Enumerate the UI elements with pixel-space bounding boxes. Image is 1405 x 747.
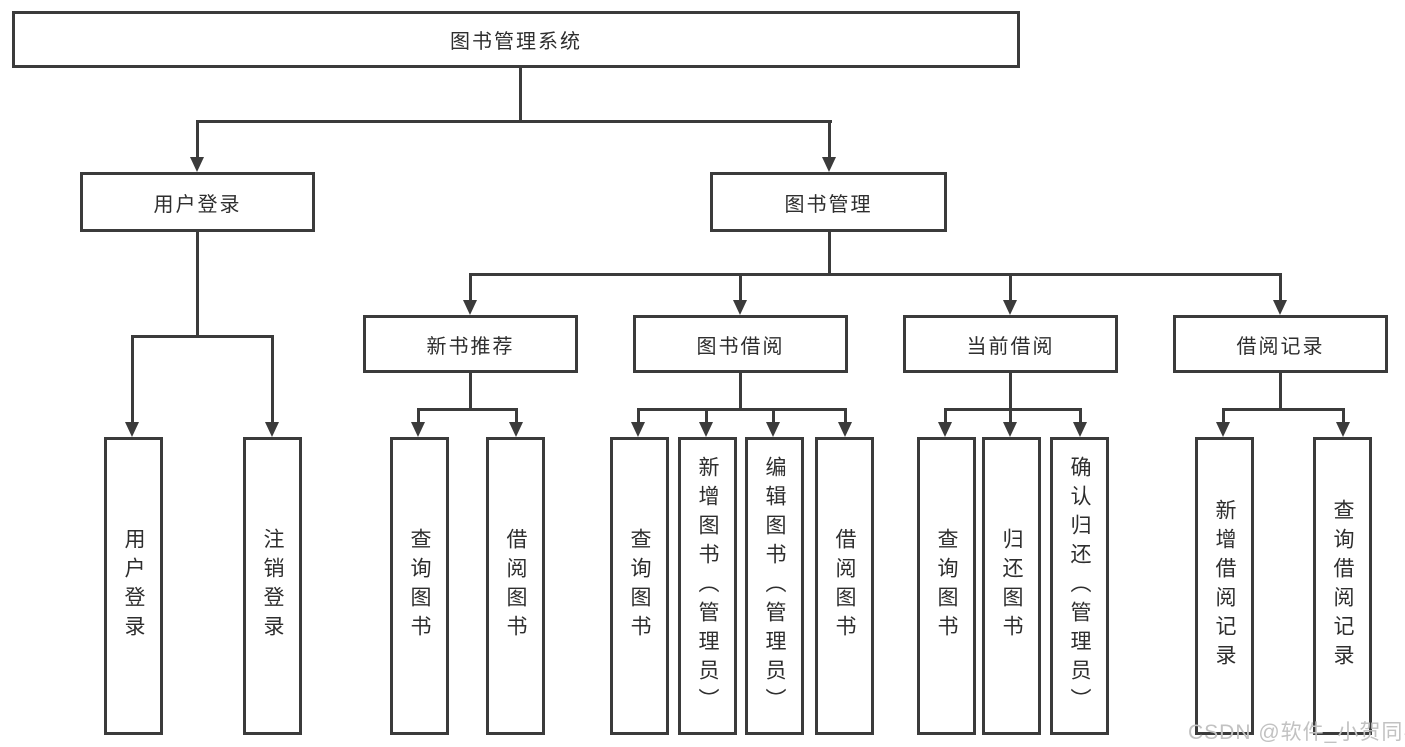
arrowhead — [699, 422, 713, 437]
node-new-book-recommendation: 新书推荐 — [363, 315, 578, 373]
leaf-label: 查询图书 — [628, 528, 651, 644]
node-leaf-confirm-return-admin: 确认归还（管理员） — [1050, 437, 1109, 735]
connector — [1342, 408, 1345, 425]
arrowhead — [1216, 422, 1230, 437]
connector — [739, 373, 742, 411]
connector — [828, 120, 831, 160]
node-book-borrowing: 图书借阅 — [633, 315, 848, 373]
connector — [417, 408, 420, 425]
leaf-label: 查询图书 — [408, 528, 431, 644]
connector — [1009, 273, 1012, 303]
connector — [944, 408, 1082, 411]
node-root: 图书管理系统 — [12, 11, 1020, 68]
leaf-label: 查询借阅记录 — [1331, 499, 1354, 673]
arrowhead — [190, 157, 204, 172]
connector — [131, 335, 134, 425]
node-book-management: 图书管理 — [710, 172, 947, 232]
connector — [772, 408, 775, 425]
node-leaf-return-books: 归还图书 — [982, 437, 1041, 735]
node-current-borrowing: 当前借阅 — [903, 315, 1118, 373]
leaf-label: 确认归还（管理员） — [1068, 455, 1091, 717]
leaf-label: 查询图书 — [935, 528, 958, 644]
connector — [196, 120, 199, 160]
connector — [1079, 408, 1082, 425]
connector — [739, 273, 742, 303]
leaf-label: 归还图书 — [1000, 528, 1023, 644]
arrowhead — [265, 422, 279, 437]
connector — [637, 408, 640, 425]
arrowhead — [822, 157, 836, 172]
connector — [469, 273, 472, 303]
arrowhead — [838, 422, 852, 437]
csdn-watermark: CSDN @软件_小贺同学 — [1188, 721, 1405, 744]
leaf-label: 注销登录 — [261, 528, 284, 644]
connector — [271, 335, 274, 425]
arrowhead — [1336, 422, 1350, 437]
arrowhead — [631, 422, 645, 437]
connector — [1279, 273, 1282, 303]
arrowhead — [766, 422, 780, 437]
connector — [196, 120, 832, 123]
node-leaf-user-login: 用户登录 — [104, 437, 163, 735]
connector — [1009, 408, 1012, 425]
leaf-label: 借阅图书 — [504, 528, 527, 644]
connector — [637, 408, 847, 411]
leaf-label: 编辑图书（管理员） — [763, 455, 786, 717]
connector — [515, 408, 518, 425]
node-leaf-logout: 注销登录 — [243, 437, 302, 735]
node-leaf-add-borrow-record: 新增借阅记录 — [1195, 437, 1254, 735]
arrowhead — [411, 422, 425, 437]
leaf-label: 借阅图书 — [833, 528, 856, 644]
arrowhead — [938, 422, 952, 437]
node-borrowing-records: 借阅记录 — [1173, 315, 1388, 373]
connector — [131, 335, 274, 338]
arrowhead — [463, 300, 477, 315]
connector — [944, 408, 947, 425]
arrowhead — [733, 300, 747, 315]
node-leaf-query-books-current: 查询图书 — [917, 437, 976, 735]
node-leaf-edit-book-admin: 编辑图书（管理员） — [745, 437, 804, 735]
arrowhead — [509, 422, 523, 437]
arrowhead — [125, 422, 139, 437]
connector — [1222, 408, 1225, 425]
node-leaf-query-books-borrowing: 查询图书 — [610, 437, 669, 735]
connector — [844, 408, 847, 425]
node-leaf-borrow-books-recommend: 借阅图书 — [486, 437, 545, 735]
node-leaf-query-books-recommend: 查询图书 — [390, 437, 449, 735]
node-leaf-add-book-admin: 新增图书（管理员） — [678, 437, 737, 735]
arrowhead — [1003, 422, 1017, 437]
node-user-login: 用户登录 — [80, 172, 315, 232]
connector — [469, 373, 472, 411]
leaf-label: 用户登录 — [122, 528, 145, 644]
node-leaf-query-borrow-record: 查询借阅记录 — [1313, 437, 1372, 735]
node-leaf-borrow-books: 借阅图书 — [815, 437, 874, 735]
arrowhead — [1073, 422, 1087, 437]
connector — [1222, 408, 1345, 411]
connector — [417, 408, 518, 411]
connector — [1009, 373, 1012, 411]
arrowhead — [1003, 300, 1017, 315]
leaf-label: 新增借阅记录 — [1213, 499, 1236, 673]
connector — [705, 408, 708, 425]
arrowhead — [1273, 300, 1287, 315]
connector — [519, 68, 522, 123]
connector — [469, 273, 1282, 276]
leaf-label: 新增图书（管理员） — [696, 455, 719, 717]
connector — [828, 232, 831, 276]
connector — [1279, 373, 1282, 411]
connector — [196, 232, 199, 338]
